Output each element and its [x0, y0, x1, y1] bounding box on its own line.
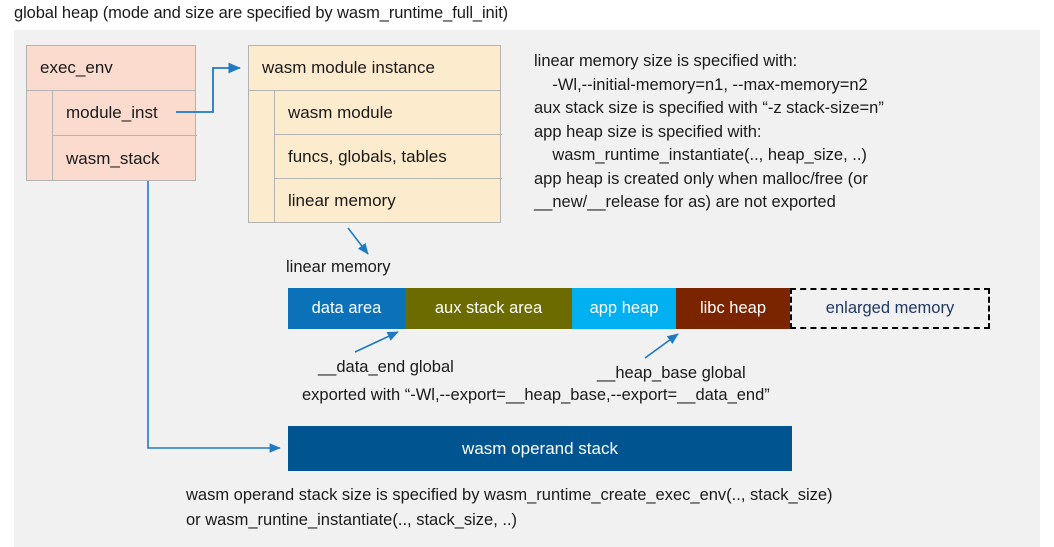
- linear-memory-label: linear memory: [286, 258, 391, 276]
- exec-env-field-module-inst: module_inst: [52, 91, 197, 136]
- memory-segment-app-heap: app heap: [572, 288, 676, 329]
- linear-memory-bar: data area aux stack area app heap libc heap…: [288, 288, 990, 329]
- export-flags-annotation: exported with “-Wl,--export=__heap_base,…: [302, 386, 770, 404]
- memory-segment-label: data area: [311, 299, 382, 317]
- memory-segment-enlarged-memory: enlarged memory: [790, 288, 990, 329]
- wasm-operand-stack-label: wasm operand stack: [462, 438, 618, 458]
- memory-segment-aux-stack-area: aux stack area: [405, 288, 572, 329]
- exec-env-header: exec_env: [27, 46, 195, 91]
- memory-segment-label: enlarged memory: [825, 299, 955, 317]
- heap-base-annotation: __heap_base global: [597, 364, 746, 382]
- wasm-operand-stack-bar: wasm operand stack: [288, 426, 792, 471]
- module-instance-field-funcs-globals-tables: funcs, globals, tables: [274, 135, 502, 179]
- memory-segment-libc-heap: libc heap: [676, 288, 790, 329]
- memory-segment-data-area: data area: [288, 288, 405, 329]
- operand-stack-note: wasm operand stack size is specified by …: [186, 486, 833, 529]
- wasm-module-instance-box: wasm module instance wasm module funcs, …: [248, 45, 502, 223]
- page-title: global heap (mode and size are specified…: [14, 4, 509, 22]
- module-instance-field-linear-memory: linear memory: [274, 179, 502, 223]
- module-instance-field-wasm-module: wasm module: [274, 91, 502, 135]
- module-instance-header: wasm module instance: [249, 46, 500, 91]
- memory-segment-label: app heap: [589, 299, 659, 317]
- memory-segment-label: aux stack area: [434, 299, 543, 317]
- data-end-annotation: __data_end global: [318, 358, 454, 376]
- exec-env-field-wasm-stack: wasm_stack: [52, 136, 197, 181]
- memory-segment-label: libc heap: [699, 299, 767, 317]
- exec-env-box: exec_env module_inst wasm_stack: [26, 45, 197, 181]
- memory-configuration-notes: linear memory size is specified with: -W…: [534, 52, 884, 211]
